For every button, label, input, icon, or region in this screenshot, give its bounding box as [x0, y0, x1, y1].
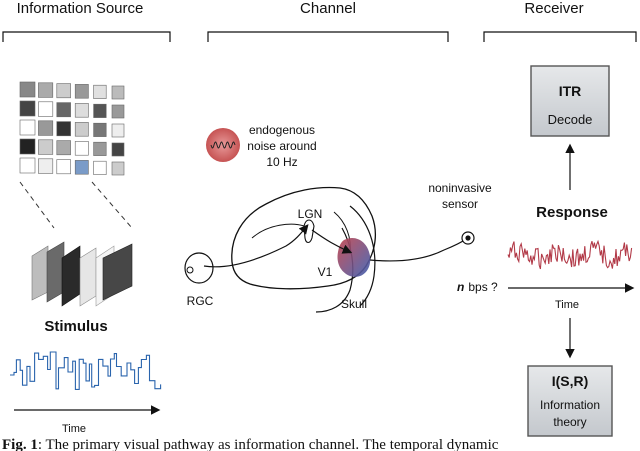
- header-source: Information Source: [17, 0, 144, 17]
- lgn-label: LGN: [298, 207, 323, 221]
- info-box: [527, 365, 613, 437]
- itr-subtitle: Decode: [548, 112, 593, 127]
- grid-cell: [19, 138, 36, 155]
- sensor-line-1: noninvasive: [428, 181, 492, 195]
- frame-4: [79, 247, 97, 307]
- grid-cell: [19, 119, 36, 136]
- itr-title: ITR: [559, 83, 582, 99]
- noise-line-1: endogenous: [249, 123, 315, 137]
- bitrate-label: n bps ?: [457, 280, 498, 294]
- grid-cell: [74, 141, 89, 156]
- info-line-1: Information: [540, 398, 600, 412]
- projection-line-right: [91, 181, 133, 229]
- grid-cell: [38, 158, 54, 174]
- stimulus-grid: [19, 81, 125, 176]
- brain-outline: [231, 186, 377, 290]
- grid-cell: [38, 139, 54, 155]
- sensor-core-icon: [465, 235, 471, 241]
- grid-cell: [74, 84, 89, 99]
- grid-cell: [38, 101, 54, 117]
- grid-cell: [38, 120, 54, 136]
- stimulus-time-label: Time: [62, 423, 86, 435]
- grid-cell: [93, 122, 107, 137]
- brain-fold: [251, 223, 305, 239]
- grid-cell: [74, 160, 89, 175]
- frame-6: [102, 243, 133, 301]
- grid-cell: [93, 141, 107, 156]
- projection-line-left: [19, 181, 55, 229]
- info-title: I(S,R): [552, 373, 589, 389]
- grid-cell: [111, 161, 125, 176]
- bracket-channel: [207, 31, 449, 42]
- stimulus-frames: [31, 241, 133, 307]
- noise-wave-icon: [210, 141, 236, 149]
- grid-cell: [56, 83, 71, 99]
- header-receiver: Receiver: [524, 0, 583, 17]
- frame-2: [46, 241, 65, 303]
- header-channel: Channel: [300, 0, 356, 17]
- grid-cell: [93, 160, 107, 175]
- grid-cell: [74, 103, 89, 118]
- rgc-label: RGC: [187, 294, 214, 308]
- grid-cell: [19, 100, 36, 117]
- grid-cell: [56, 102, 71, 118]
- grid-cell: [111, 85, 125, 100]
- eye-icon: [184, 252, 214, 284]
- stimulus-label: Stimulus: [44, 318, 107, 335]
- caption-text: : The primary visual pathway as informat…: [38, 437, 499, 451]
- response-label: Response: [536, 204, 608, 221]
- grid-cell: [111, 104, 125, 119]
- response-signal: [507, 239, 633, 270]
- pupil-icon: [186, 266, 194, 274]
- grid-cell: [111, 123, 125, 138]
- figure-caption: Fig. 1: The primary visual pathway as in…: [2, 437, 499, 451]
- noise-line-3: 10 Hz: [266, 155, 297, 169]
- noise-line-2: noise around: [247, 139, 316, 153]
- bitrate-unit: bps ?: [468, 280, 498, 294]
- grid-cell: [56, 159, 71, 175]
- grid-cell: [38, 82, 54, 98]
- bracket-receiver: [483, 31, 637, 42]
- response-time-label: Time: [555, 299, 579, 311]
- grid-cell: [93, 103, 107, 118]
- bracket-source: [2, 31, 171, 42]
- grid-cell: [56, 121, 71, 137]
- v1-label: V1: [318, 265, 333, 279]
- bitrate-n: n: [457, 280, 464, 294]
- grid-cell: [19, 157, 36, 174]
- grid-cell: [93, 84, 107, 99]
- v1-region: [337, 237, 371, 277]
- frame-3: [61, 245, 81, 307]
- skull-outer-curve: [349, 205, 376, 307]
- sensor-wire: [369, 237, 469, 262]
- pathway-rgc-lgn: [203, 224, 309, 268]
- pathway-lgn-v1: [311, 229, 353, 254]
- grid-cell: [111, 142, 125, 157]
- stimulus-signal: [10, 351, 162, 390]
- itr-box: [530, 65, 610, 137]
- lgn-icon: [303, 219, 315, 244]
- grid-cell: [74, 122, 89, 137]
- brain-diagram: [184, 186, 469, 313]
- grid-cell: [56, 140, 71, 156]
- sensor-line-2: sensor: [442, 197, 478, 211]
- caption-prefix: Fig. 1: [2, 437, 38, 451]
- skull-label: Skull: [341, 297, 367, 311]
- info-line-2: theory: [553, 415, 586, 429]
- frame-1: [31, 245, 49, 301]
- grid-cell: [19, 81, 36, 98]
